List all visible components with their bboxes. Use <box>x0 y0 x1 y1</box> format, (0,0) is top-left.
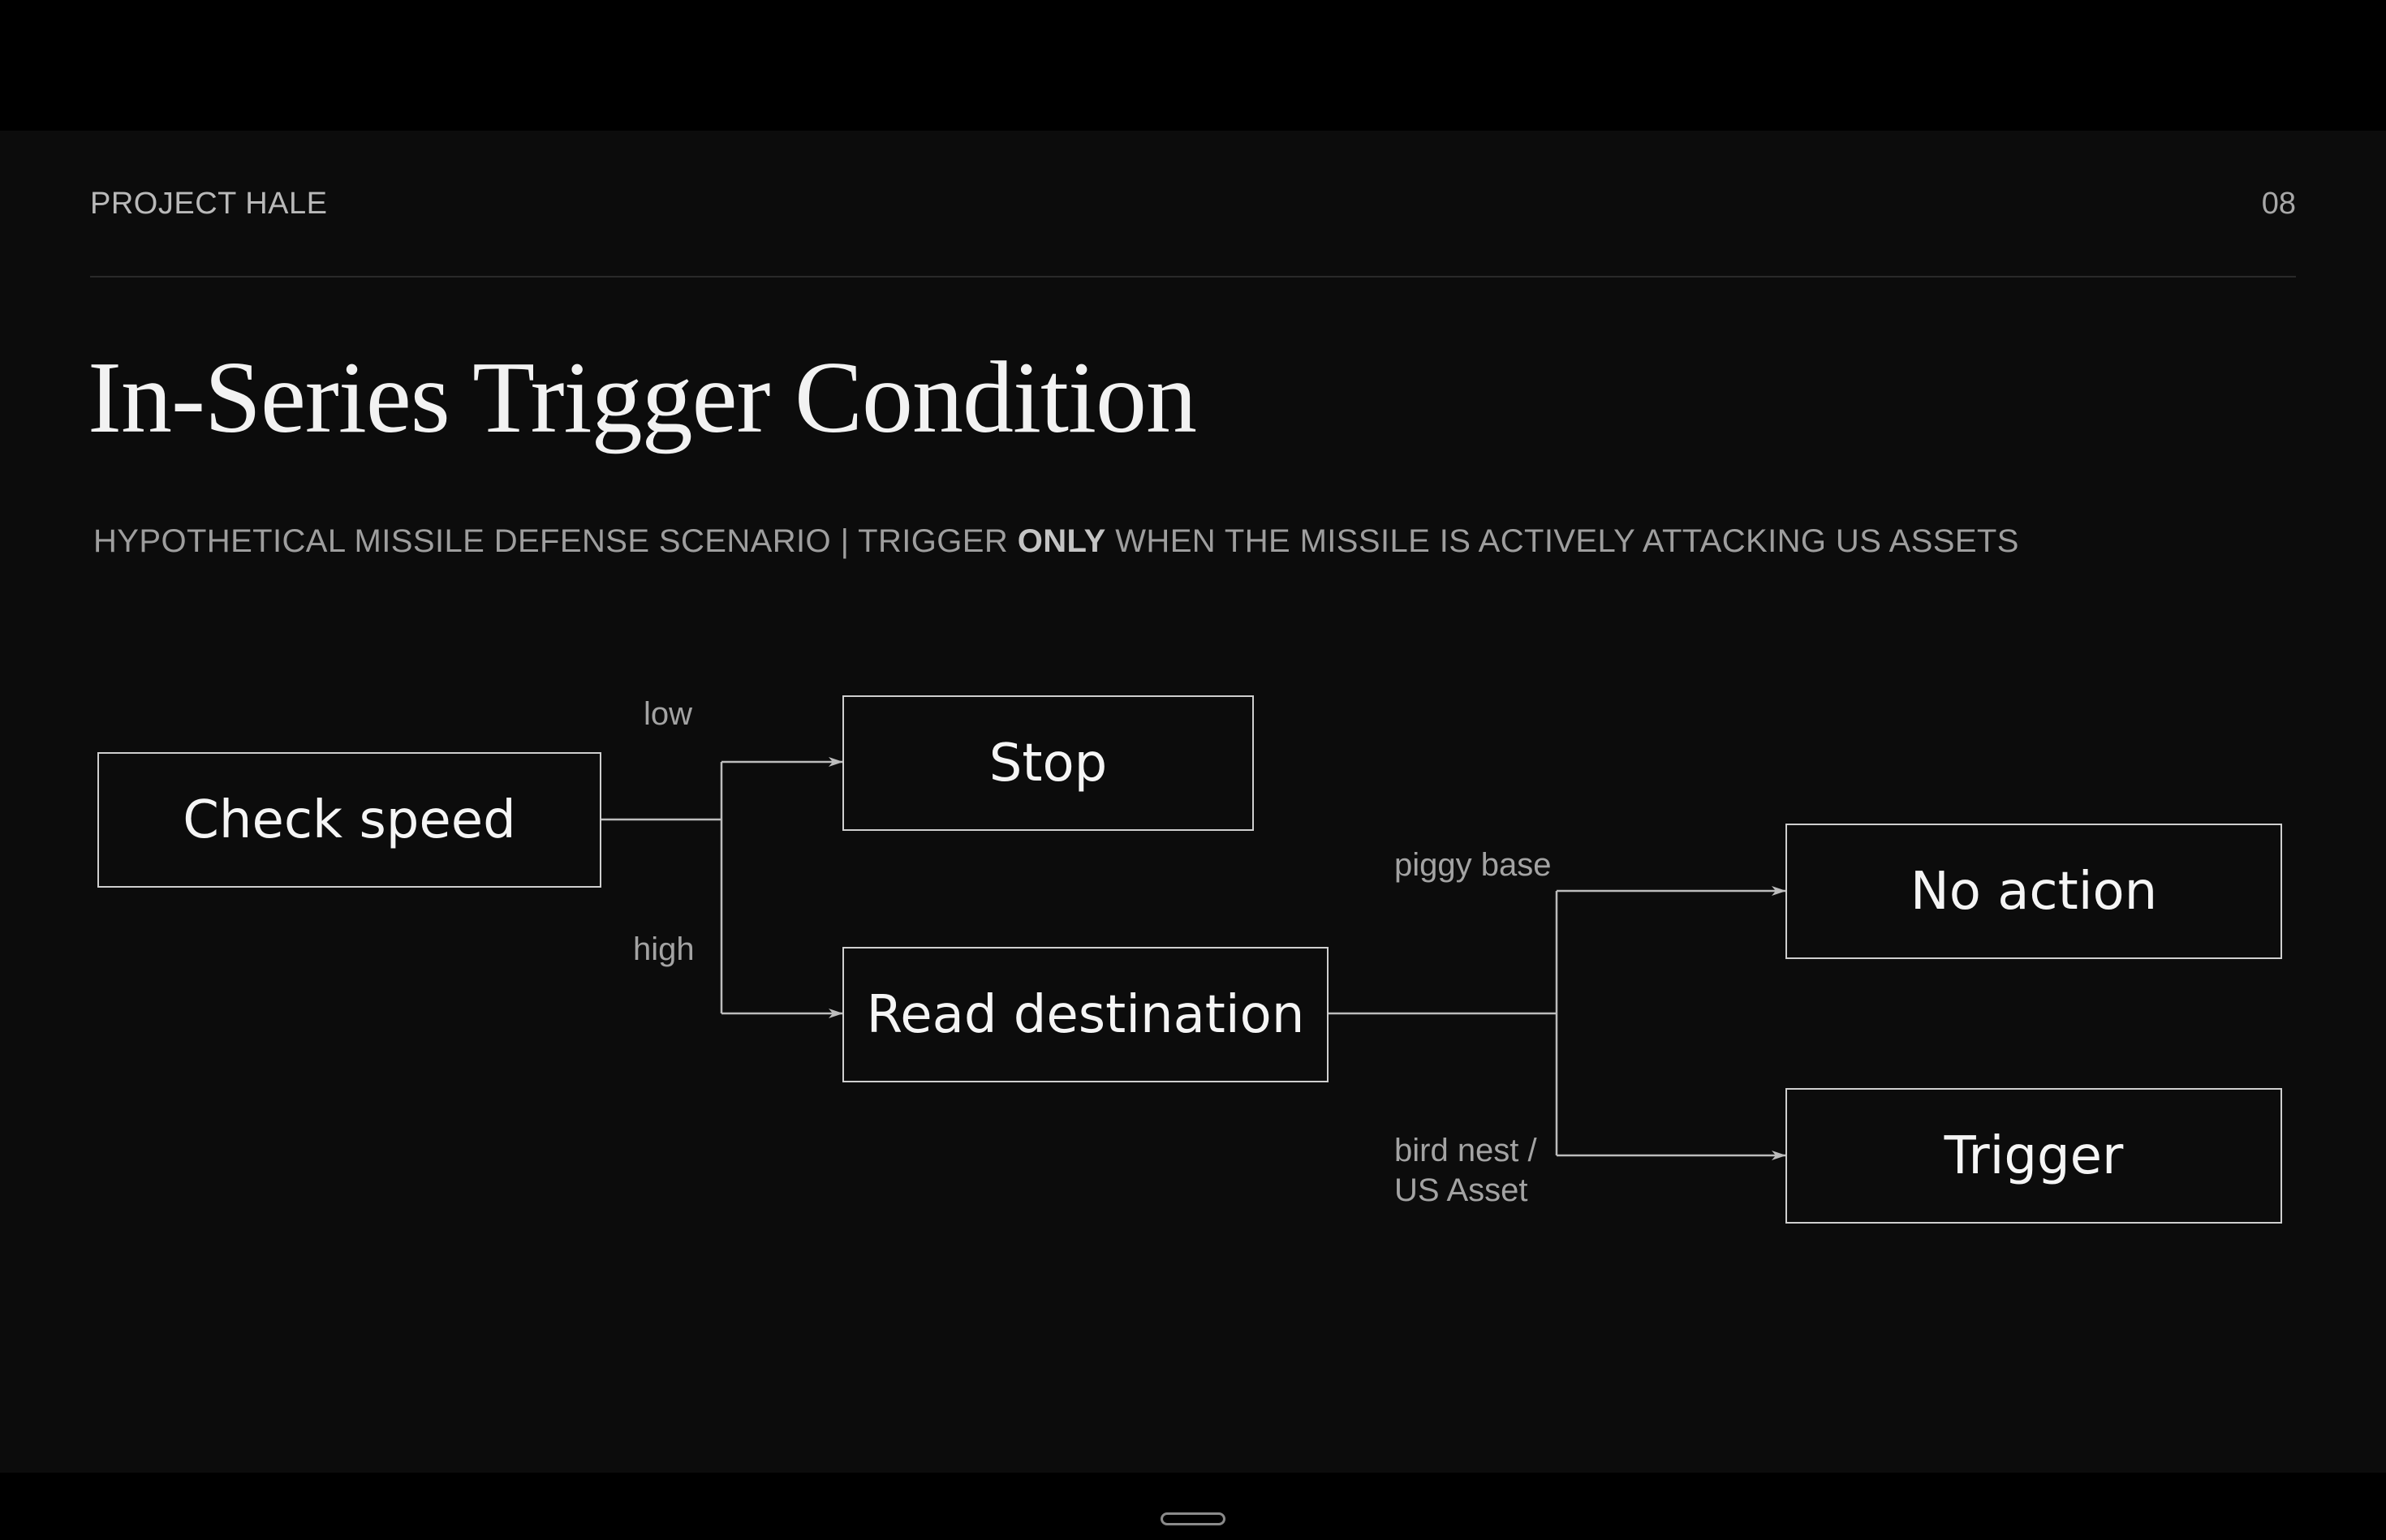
project-name: PROJECT HALE <box>90 187 328 221</box>
home-indicator-handle[interactable] <box>1161 1512 1225 1525</box>
edge-label-bird-nest-line-2: US Asset <box>1394 1172 1528 1208</box>
subtitle-emphasis: ONLY <box>1017 523 1106 559</box>
edge-label-high: high <box>633 931 695 967</box>
edge-label-bird-nest-line-1: bird nest / <box>1394 1133 1537 1168</box>
slide <box>0 131 2386 1473</box>
node-check-speed: Check speed <box>97 752 601 888</box>
page-number: 08 <box>2261 187 2296 221</box>
subtitle-part-1: HYPOTHETICAL MISSILE DEFENSE SCENARIO | … <box>93 523 1018 559</box>
slide-subtitle: HYPOTHETICAL MISSILE DEFENSE SCENARIO | … <box>93 523 2019 560</box>
header-divider <box>90 276 2296 277</box>
node-stop: Stop <box>842 695 1254 831</box>
edge-label-bird-nest-us-asset: bird nest / US Asset <box>1394 1131 1537 1211</box>
edge-label-piggy-base: piggy base <box>1394 847 1552 883</box>
node-trigger: Trigger <box>1785 1088 2282 1224</box>
node-read-destination: Read destination <box>842 947 1329 1082</box>
subtitle-part-2: WHEN THE MISSILE IS ACTIVELY ATTACKING U… <box>1105 523 2019 559</box>
node-no-action: No action <box>1785 824 2282 959</box>
edge-label-low: low <box>644 696 693 732</box>
slide-title: In-Series Trigger Condition <box>88 342 1197 454</box>
